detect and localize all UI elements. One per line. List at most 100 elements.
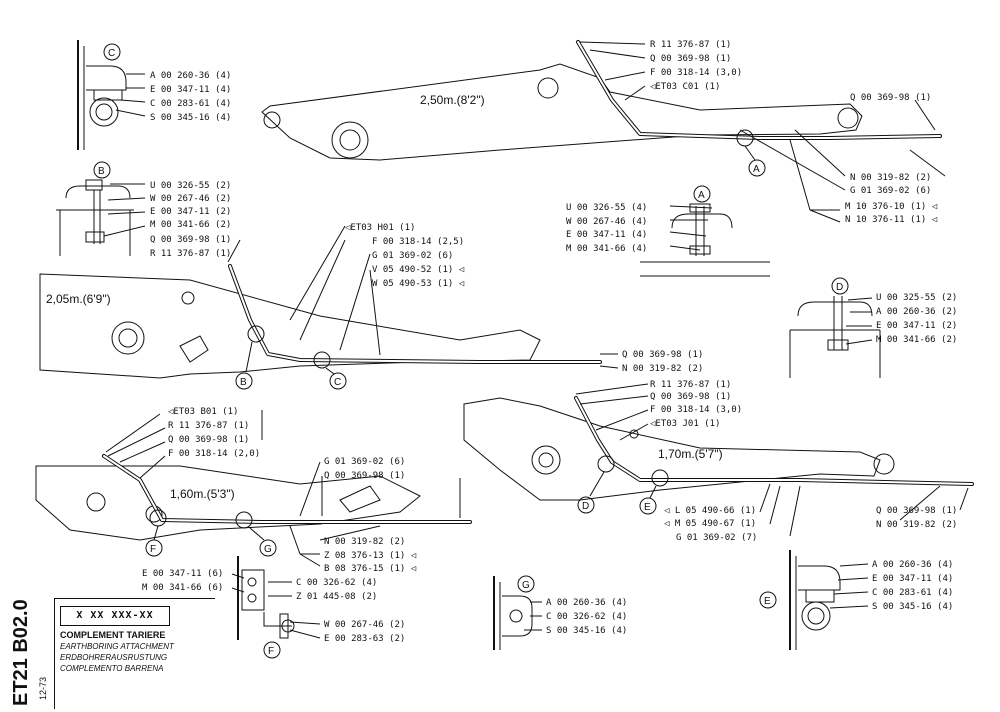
label: R 11 376-87 (1)	[650, 380, 731, 390]
mid-labels: ◁ET03 H01 (1) F 00 318-14 (2,5) G 01 369…	[345, 223, 703, 374]
document-date-text: 12-73	[38, 676, 48, 700]
label: C 00 283-61 (4)	[872, 588, 953, 598]
label: E 00 347-11 (4)	[872, 574, 953, 584]
label: E 00 283-63 (2)	[324, 634, 405, 644]
label: R 11 376-87 (1)	[150, 249, 231, 259]
label: E 00 347-11 (4)	[150, 85, 231, 95]
callout-G: G	[264, 544, 272, 555]
label: F 00 318-14 (3,0)	[650, 68, 742, 78]
label: A 00 260-36 (2)	[876, 307, 957, 317]
callout-D-detail: D	[836, 282, 843, 293]
title-block: COMPLEMENT TARIERE EARTHBORING ATTACHMEN…	[60, 630, 210, 674]
callout-B-detail: B	[98, 166, 105, 177]
pivot-hole-inner	[339, 129, 361, 151]
label: S 00 345-16 (4)	[872, 602, 953, 612]
boom-arm-top	[261, 63, 863, 161]
callout-F: F	[150, 544, 156, 555]
label: Q 00 369-98 (1)	[324, 471, 405, 481]
boom-length-label: 1,70m.(5'7")	[658, 447, 723, 461]
title-de: ERDBOHRERAUSRUSTUNG	[60, 653, 168, 662]
label: C 00 283-61 (4)	[150, 99, 231, 109]
callout-A: A	[753, 164, 760, 175]
label: M 00 341-66 (2)	[876, 335, 957, 345]
label: U 00 326-55 (4)	[566, 203, 647, 213]
boom-bottom-right: 1,70m.(5'7") D E	[463, 383, 974, 537]
label: G 01 369-02 (6)	[850, 186, 931, 196]
label: Q 00 369-98 (1)	[622, 350, 703, 360]
label: M 10 376-10 (1) ◁	[845, 202, 938, 212]
callout-E-detail: E	[764, 596, 771, 607]
callout-E: E	[644, 502, 651, 513]
label: C 00 326-62 (4)	[546, 612, 627, 622]
label: V 05 490-52 (1) ◁	[372, 265, 465, 275]
detail-D: D U 00 325-55 (2) A 00 260-36 (2) E 00 3…	[789, 277, 957, 378]
part-number-box: X XX XXX-XX	[60, 606, 170, 626]
title-es: COMPLEMENTO BARRENA	[60, 664, 164, 673]
title-en: EARTHBORING ATTACHMENT	[60, 642, 174, 651]
label: W 05 490-53 (1) ◁	[372, 279, 465, 289]
label: M 00 341-66 (6)	[142, 583, 223, 593]
label: M 00 341-66 (4)	[566, 244, 647, 254]
label: ◁ M 05 490-67 (1)	[664, 519, 756, 529]
document-date: 12-73	[34, 640, 52, 700]
label: Q 00 369-98 (1)	[168, 435, 249, 445]
pivot-pin	[837, 107, 859, 129]
boom-top-right: 2,50m.(8'2") A	[261, 40, 946, 223]
label: A 00 260-36 (4)	[150, 71, 231, 81]
title-block-frame	[54, 598, 215, 709]
label: Q 00 369-98 (1)	[876, 506, 957, 516]
callout-D: D	[582, 501, 589, 512]
label: A 00 260-36 (4)	[872, 560, 953, 570]
label: U 00 326-55 (2)	[150, 181, 231, 191]
label: R 11 376-87 (1)	[168, 421, 249, 431]
label: Q 00 369-98 (1)	[650, 392, 731, 402]
boom-bottom-left: 1,60m.(5'3") F G	[35, 410, 472, 567]
top-labels: R 11 376-87 (1) Q 00 369-98 (1) F 00 318…	[650, 40, 938, 225]
label: ◁ET03 C01 (1)	[650, 82, 720, 92]
label: ◁ L 05 490-66 (1)	[664, 506, 756, 516]
label: N 10 376-11 (1) ◁	[845, 215, 938, 225]
callout-A-detail: A	[698, 190, 705, 201]
label: Z 08 376-13 (1) ◁	[324, 551, 417, 561]
label: G 01 369-02 (6)	[324, 457, 405, 467]
label: F 00 318-14 (3,0)	[650, 405, 742, 415]
boom-length-label: 2,50m.(8'2")	[420, 93, 485, 107]
label: W 00 267-46 (2)	[324, 620, 405, 630]
detail-G: G A 00 260-36 (4) C 00 326-62 (4) S 00 3…	[493, 575, 627, 650]
detail-F: F E 00 347-11 (6) M 00 341-66 (6) C 00 3…	[142, 556, 405, 659]
callout-C-detail: C	[108, 48, 115, 59]
callout-C: C	[334, 377, 341, 388]
callout-circle	[748, 159, 766, 177]
label: R 11 376-87 (1)	[650, 40, 731, 50]
label: S 00 345-16 (4)	[546, 626, 627, 636]
label: F 00 318-14 (2,0)	[168, 449, 260, 459]
label: Q 00 369-98 (1)	[850, 93, 931, 103]
label: C 00 326-62 (4)	[296, 578, 377, 588]
boom-mid: 2,05m.(6'9") B C	[39, 225, 619, 390]
bl-labels: ◁ET03 B01 (1) R 11 376-87 (1) Q 00 369-9…	[168, 407, 417, 574]
detail-A: A U 00 326-55 (4) W 00 267-46 (4) E 00 3…	[566, 185, 770, 277]
label: N 00 319-82 (2)	[850, 173, 931, 183]
title-fr: COMPLEMENT TARIERE	[60, 630, 166, 640]
boom-length-label: 1,60m.(5'3")	[170, 487, 235, 501]
label: N 00 319-82 (2)	[324, 537, 405, 547]
label: ◁ET03 B01 (1)	[168, 407, 238, 417]
detail-E: E A 00 260-36 (4) E 00 347-11 (4) C 00 2…	[759, 550, 953, 650]
pivot-hole	[331, 121, 369, 159]
label: S 00 345-16 (4)	[150, 113, 231, 123]
label: B 08 376-15 (1) ◁	[324, 564, 417, 574]
label: E 00 347-11 (2)	[876, 321, 957, 331]
boom-length-label: 2,05m.(6'9")	[46, 292, 111, 306]
label: ◁ET03 H01 (1)	[345, 223, 415, 233]
label: G 01 369-02 (7)	[676, 533, 757, 543]
callout-F-detail: F	[268, 646, 274, 657]
label: Q 00 369-98 (1)	[150, 235, 231, 245]
label: U 00 325-55 (2)	[876, 293, 957, 303]
label: E 00 347-11 (2)	[150, 207, 231, 217]
label: M 00 341-66 (2)	[150, 220, 231, 230]
label: N 00 319-82 (2)	[622, 364, 703, 374]
callout-G-detail: G	[522, 580, 530, 591]
document-code: ET21 B02.0	[6, 578, 36, 706]
detail-C: C A 00 260-36 (4) E 00 347-11 (4) C 00 2…	[77, 40, 231, 150]
